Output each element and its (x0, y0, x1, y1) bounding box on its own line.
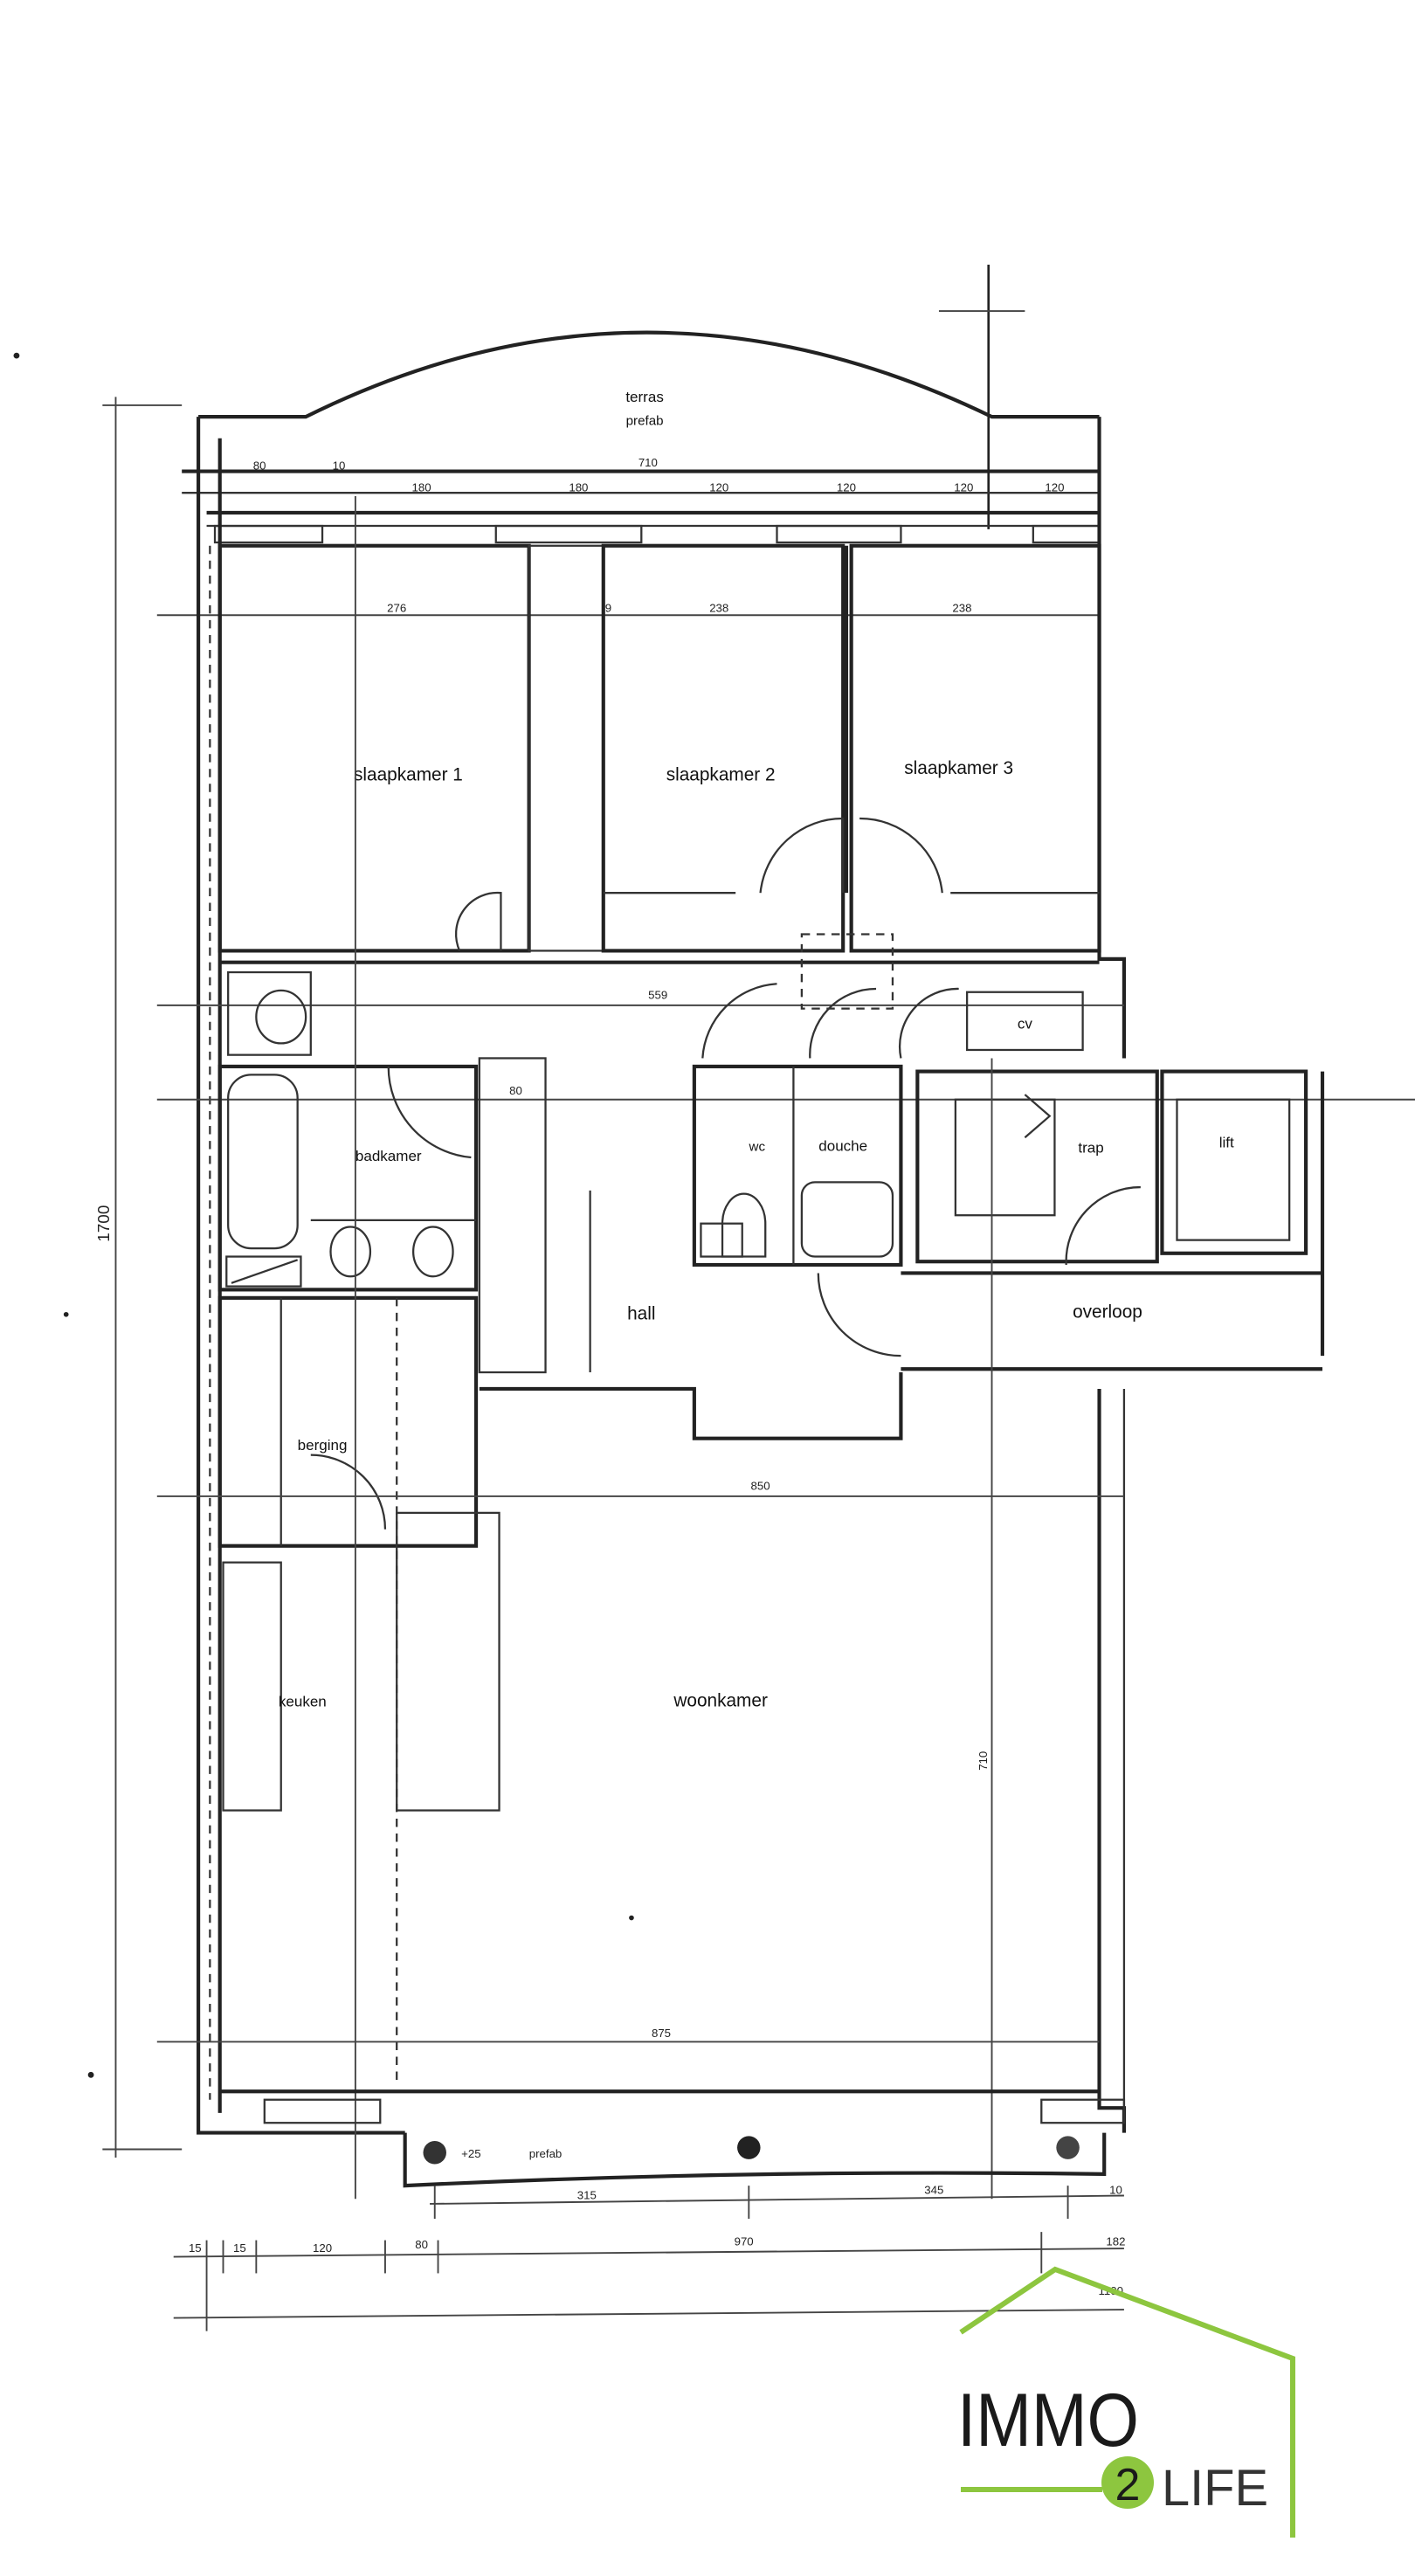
room-label-hall: hall (627, 1303, 655, 1323)
dim-corridor: 559 (648, 988, 667, 1001)
dim-bot-e: 970 (735, 2234, 754, 2248)
bathroom (217, 1057, 547, 1374)
dim-bal-c: 10 (1109, 2184, 1122, 2197)
left-dimension-line (102, 397, 183, 2158)
room-label-terras-prefab: prefab (626, 414, 664, 429)
room-label-slaapkamer-3: slaapkamer 3 (904, 758, 1013, 778)
dim-top-h: 120 (1045, 480, 1064, 494)
dim-top-b: 10 (333, 459, 346, 473)
hall-overloop (479, 1190, 1323, 1440)
room-label-douche: douche (818, 1137, 867, 1154)
dim-bed2-width: 238 (709, 601, 728, 614)
room-label-berging: berging (298, 1437, 348, 1454)
dim-bot-a: 15 (189, 2241, 202, 2255)
living-room (156, 495, 1126, 2200)
dim-living-top: 850 (751, 1479, 770, 1492)
room-label-cv: cv (1018, 1015, 1033, 1032)
dim-hall-a: 80 (509, 1084, 522, 1097)
corridor (156, 933, 1415, 1101)
room-label-slaapkamer-1: slaapkamer 1 (354, 764, 463, 784)
room-label-slaapkamer-2: slaapkamer 2 (666, 764, 776, 784)
room-label-lift: lift (1219, 1135, 1234, 1151)
bedrooms (217, 543, 1101, 953)
dim-bot-total: 1100 (1099, 2284, 1123, 2297)
dim-bot-d: 80 (415, 2238, 428, 2251)
dim-top-c: 180 (412, 480, 431, 494)
dim-bot-c: 120 (313, 2241, 332, 2255)
dim-top-e: 120 (709, 480, 728, 494)
top-wall (156, 469, 1101, 617)
dim-living-bottom: 875 (652, 2027, 671, 2040)
dim-top-a: 80 (253, 459, 266, 473)
wc-douche (692, 1064, 903, 1267)
room-label-badkamer: badkamer (355, 1148, 422, 1164)
room-label-balcony-prefab: prefab (529, 2147, 563, 2160)
dim-bal-b: 345 (924, 2184, 943, 2197)
dim-living-height: 710 (977, 1751, 990, 1771)
bottom-dimension-lines (173, 2186, 1124, 2331)
dim-balcony-level: +25 (461, 2147, 480, 2160)
dim-bot-f: 182 (1106, 2234, 1125, 2248)
room-label-terras: terras (625, 389, 664, 405)
dim-top-d: 180 (569, 480, 588, 494)
dim-bed-wall: 9 (605, 601, 611, 614)
terrace-outline (198, 330, 1100, 419)
dim-bot-b: 15 (233, 2241, 246, 2255)
dim-bal-a: 315 (577, 2188, 597, 2201)
room-label-wc: wc (749, 1139, 766, 1154)
dim-left-total: 1700 (95, 1205, 114, 1242)
balcony (403, 2132, 1107, 2188)
dim-top-g: 120 (954, 480, 973, 494)
dim-bed3-width: 238 (952, 601, 971, 614)
dim-top-total: 710 (638, 456, 658, 469)
room-label-trap: trap (1078, 1139, 1103, 1156)
room-label-overloop: overloop (1073, 1302, 1142, 1323)
dim-top-f: 120 (837, 480, 856, 494)
stair-lift (915, 1069, 1325, 1357)
room-label-woonkamer: woonkamer (673, 1690, 768, 1710)
dim-bed1-width: 276 (387, 601, 406, 614)
room-label-keuken: keuken (279, 1693, 327, 1709)
storage-kitchen (217, 1295, 500, 2083)
